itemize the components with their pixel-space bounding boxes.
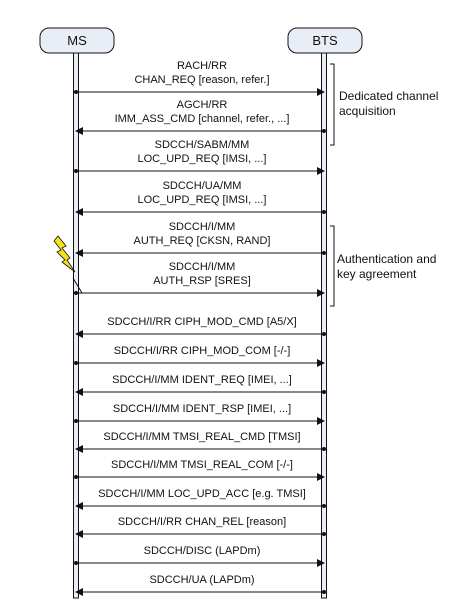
message-label-line1: SDCCH/I/MM TMSI_REAL_COM [-/-]	[111, 459, 293, 471]
lightning-bolt-icon	[53, 235, 76, 273]
message-label-1: RACH/RR CHAN_REQ [reason, refer.]	[77, 59, 327, 87]
message-origin-dot-8	[74, 361, 78, 365]
message-label-9: SDCCH/I/MM IDENT_REQ [IMEI, ...]	[77, 373, 327, 387]
message-origin-dot-11	[322, 447, 326, 451]
message-origin-dot-7	[322, 332, 326, 336]
message-label-5: SDCCH/I/MM AUTH_REQ [CKSN, RAND]	[77, 220, 327, 248]
message-label-line1: SDCCH/I/RR CIPH_MOD_COM [-/-]	[113, 345, 291, 357]
message-label-line1: SDCCH/I/MM IDENT_REQ [IMEI, ...]	[112, 374, 292, 386]
intercept-line	[72, 277, 83, 294]
message-origin-dot-6	[74, 291, 78, 295]
message-label-line1: AGCH/RR	[176, 99, 228, 111]
message-origin-dot-2	[322, 129, 326, 133]
message-origin-dot-14	[322, 532, 326, 536]
message-origin-dot-10	[74, 419, 78, 423]
group-label-authentication: Authentication and key agreement	[337, 252, 436, 282]
message-label-line1: SDCCH/I/MM	[168, 221, 236, 233]
message-label-line2: IMM_ASS_CMD [channel, refer., ...]	[114, 113, 290, 125]
message-label-line1: SDCCH/DISC (LAPDm)	[143, 545, 261, 557]
message-origin-dot-1	[74, 90, 78, 94]
message-label-line1: SDCCH/UA/MM	[162, 180, 242, 192]
group-label-dedicated: Dedicated channel acquisition	[339, 89, 438, 119]
message-origin-dot-13	[322, 504, 326, 508]
group-label-authentication-line1: Authentication and	[337, 252, 437, 266]
message-label-13: SDCCH/I/MM LOC_UPD_ACC [e.g. TMSI]	[77, 487, 327, 501]
message-origin-dot-12	[74, 475, 78, 479]
message-origin-dot-9	[322, 390, 326, 394]
message-label-line1: SDCCH/I/MM LOC_UPD_ACC [e.g. TMSI]	[98, 488, 306, 500]
message-origin-dot-15	[74, 561, 78, 565]
bts-entity-label: BTS	[312, 33, 338, 48]
message-label-7: SDCCH/I/RR CIPH_MOD_CMD [A5/X]	[77, 315, 327, 329]
group-label-authentication-line2: key agreement	[337, 267, 417, 281]
ms-entity-label: MS	[67, 33, 87, 48]
group-bracket-authentication	[330, 225, 335, 307]
message-label-line2: CHAN_REQ [reason, refer.]	[134, 74, 270, 86]
message-label-12: SDCCH/I/MM TMSI_REAL_COM [-/-]	[77, 458, 327, 472]
message-label-line2: LOC_UPD_REQ [IMSI, ...]	[137, 194, 267, 206]
message-label-line1: SDCCH/UA (LAPDm)	[149, 574, 255, 586]
group-label-dedicated-line1: Dedicated channel	[339, 89, 439, 103]
message-label-11: SDCCH/I/MM TMSI_REAL_CMD [TMSI]	[77, 430, 327, 444]
message-label-line1: SDCCH/I/MM TMSI_REAL_CMD [TMSI]	[103, 431, 301, 443]
message-label-14: SDCCH/I/RR CHAN_REL [reason]	[77, 515, 327, 529]
message-label-10: SDCCH/I/MM IDENT_RSP [IMEI, ...]	[77, 402, 327, 416]
message-label-15: SDCCH/DISC (LAPDm)	[77, 544, 327, 558]
message-label-3: SDCCH/SABM/MM LOC_UPD_REQ [IMSI, ...]	[77, 138, 327, 166]
message-label-line1: SDCCH/I/RR CIPH_MOD_CMD [A5/X]	[107, 316, 297, 328]
message-label-line1: SDCCH/SABM/MM	[154, 139, 250, 151]
message-label-4: SDCCH/UA/MM LOC_UPD_REQ [IMSI, ...]	[77, 179, 327, 207]
ms-entity-box	[39, 27, 115, 54]
message-origin-dot-4	[322, 210, 326, 214]
message-label-line1: SDCCH/I/MM IDENT_RSP [IMEI, ...]	[112, 403, 292, 415]
message-label-6: SDCCH/I/MM AUTH_RSP [SRES]	[77, 260, 327, 288]
message-label-16: SDCCH/UA (LAPDm)	[77, 573, 327, 587]
message-label-line2: LOC_UPD_REQ [IMSI, ...]	[137, 153, 267, 165]
message-origin-dot-16	[322, 590, 326, 594]
message-label-line2: AUTH_RSP [SRES]	[153, 275, 251, 287]
message-label-line1: RACH/RR	[176, 60, 228, 72]
message-label-line1: SDCCH/I/MM	[168, 261, 236, 273]
message-label-line1: SDCCH/I/RR CHAN_REL [reason]	[117, 516, 287, 528]
message-label-2: AGCH/RR IMM_ASS_CMD [channel, refer., ...…	[77, 98, 327, 126]
message-origin-dot-5	[322, 251, 326, 255]
message-label-8: SDCCH/I/RR CIPH_MOD_COM [-/-]	[77, 344, 327, 358]
message-label-line2: AUTH_REQ [CKSN, RAND]	[133, 235, 271, 247]
group-bracket-dedicated	[330, 63, 335, 146]
bts-entity-box	[287, 27, 363, 54]
message-origin-dot-3	[74, 169, 78, 173]
group-label-dedicated-line2: acquisition	[339, 104, 396, 118]
